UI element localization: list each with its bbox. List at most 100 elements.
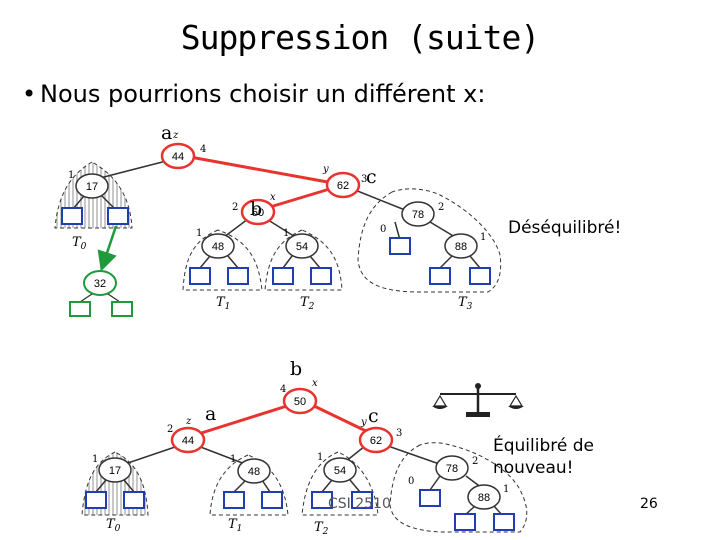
edge-48-leaf-r	[227, 255, 239, 269]
subtree-t3-outline	[357, 188, 502, 293]
bottom-tree: 50 44 62 17 48 54 78 88 4 2 3 1 1 1 2 1 …	[81, 358, 528, 537]
subtree-t1-outline	[182, 229, 263, 291]
var-x-b: x	[312, 378, 318, 389]
node-44-top	[160, 142, 196, 170]
var-x-top: x	[270, 192, 276, 203]
var-y-top: y	[322, 164, 329, 175]
edge-62-78	[349, 187, 406, 211]
leaf	[311, 491, 333, 509]
letter-a-top: a	[161, 122, 172, 144]
leaf	[429, 267, 451, 285]
node-44-bottom	[170, 426, 206, 454]
label-t2-bottom: T2	[314, 520, 329, 537]
top-tree: 44 62 50 17 48 54 78 88 4 3 2 1 1 1 2 1 …	[54, 122, 502, 317]
leaf	[310, 267, 332, 285]
edge-17-leaf-r-b	[123, 479, 135, 493]
height-50: 2	[232, 202, 238, 213]
letter-c-top: c	[366, 166, 377, 188]
node-17-bottom	[98, 457, 132, 483]
slide-title: Suppression (suite)	[180, 18, 541, 57]
subtree-t2-bottom	[301, 451, 379, 516]
node-17-bottom-key: 17	[109, 465, 121, 477]
subtree-t3-bottom	[389, 442, 528, 533]
edge-50-62	[311, 403, 369, 434]
height-50-b: 4	[280, 384, 286, 395]
unbalanced-label: Déséquilibré!	[508, 218, 622, 238]
letter-a-bottom: a	[205, 403, 216, 425]
edge-54-leaf-r	[309, 255, 321, 269]
leaf	[272, 267, 294, 285]
leaf	[189, 267, 211, 285]
edge-88-leaf-l	[439, 255, 453, 269]
course-code: CSI 2510	[328, 496, 391, 512]
edge-62-78-b	[387, 445, 446, 467]
edge-44-62	[189, 155, 334, 185]
leaf	[389, 237, 411, 255]
node-88-top-key: 88	[455, 241, 467, 253]
node-78-bottom	[435, 455, 469, 481]
node-78-top	[401, 201, 435, 227]
height-88: 1	[480, 232, 486, 243]
node-62-bottom	[358, 426, 394, 454]
edge-48-leaf-l	[199, 255, 211, 269]
node-48-bottom-key: 48	[248, 466, 260, 478]
node-17-top-key: 17	[86, 181, 98, 193]
node-50-bottom	[282, 387, 318, 415]
edge-54-leaf-l-b	[321, 479, 333, 493]
height-44-b: 2	[167, 424, 173, 435]
leaf	[419, 489, 441, 507]
leaf	[227, 267, 249, 285]
label-t2-top: T2	[300, 295, 315, 312]
edge-32-leaf-r	[107, 293, 121, 303]
edge-32-leaf-l	[79, 293, 93, 303]
var-y-b: y	[360, 417, 367, 428]
height-62: 3	[361, 174, 367, 185]
leaf	[454, 513, 476, 531]
zero-label-b: 0	[408, 476, 414, 487]
node-48-top	[201, 233, 235, 259]
height-78-b: 2	[472, 456, 478, 467]
node-48-bottom	[237, 458, 271, 484]
bullet-point: •Nous pourrions choisir un différent x:	[22, 80, 485, 108]
leaf	[469, 267, 491, 285]
deletion-arrow	[97, 225, 118, 272]
height-54-b: 1	[317, 452, 323, 463]
label-t0-bottom: T0	[106, 517, 121, 534]
height-17: 1	[68, 170, 74, 181]
height-17-b: 1	[92, 454, 98, 465]
edge-48-leaf-r-b	[261, 479, 271, 493]
height-48: 1	[196, 228, 202, 239]
leaf	[351, 491, 373, 509]
edge-88-leaf-r	[469, 255, 481, 269]
node-44-top-key: 44	[172, 151, 184, 163]
leaf	[61, 207, 83, 225]
balance-scale-icon	[430, 383, 528, 418]
node-54-top-key: 54	[296, 241, 308, 253]
subtree-t2-outline	[264, 229, 343, 291]
height-48-b: 1	[230, 454, 236, 465]
edge-48-leaf-l-b	[233, 479, 247, 493]
page-number: 26	[640, 496, 658, 512]
node-54-bottom-key: 54	[334, 465, 346, 477]
edge-17-leaf-l-b	[95, 479, 107, 493]
node-78-bottom-key: 78	[446, 463, 458, 475]
node-48-top-key: 48	[212, 241, 224, 253]
node-62-top-key: 62	[337, 180, 349, 192]
label-t3-top: T3	[458, 295, 473, 312]
label-t1-bottom: T1	[228, 517, 242, 534]
height-62-b: 3	[396, 428, 402, 439]
node-32-deleted	[83, 270, 117, 296]
letter-c-bottom: c	[368, 405, 379, 427]
leaf	[261, 491, 283, 509]
leaf	[123, 491, 145, 509]
node-32-key: 32	[94, 278, 106, 290]
zero-label: 0	[380, 224, 386, 235]
label-t0-top: T0	[72, 235, 87, 252]
balanced-label-line1: Équilibré de	[493, 436, 594, 456]
edge-44-17-b	[124, 445, 179, 465]
balanced-label-line2: nouveau!	[493, 458, 574, 478]
edge-78-leaf-b	[429, 475, 441, 491]
leaf	[107, 207, 129, 225]
var-z-top: z	[172, 130, 179, 141]
node-50-bottom-key: 50	[294, 396, 306, 408]
